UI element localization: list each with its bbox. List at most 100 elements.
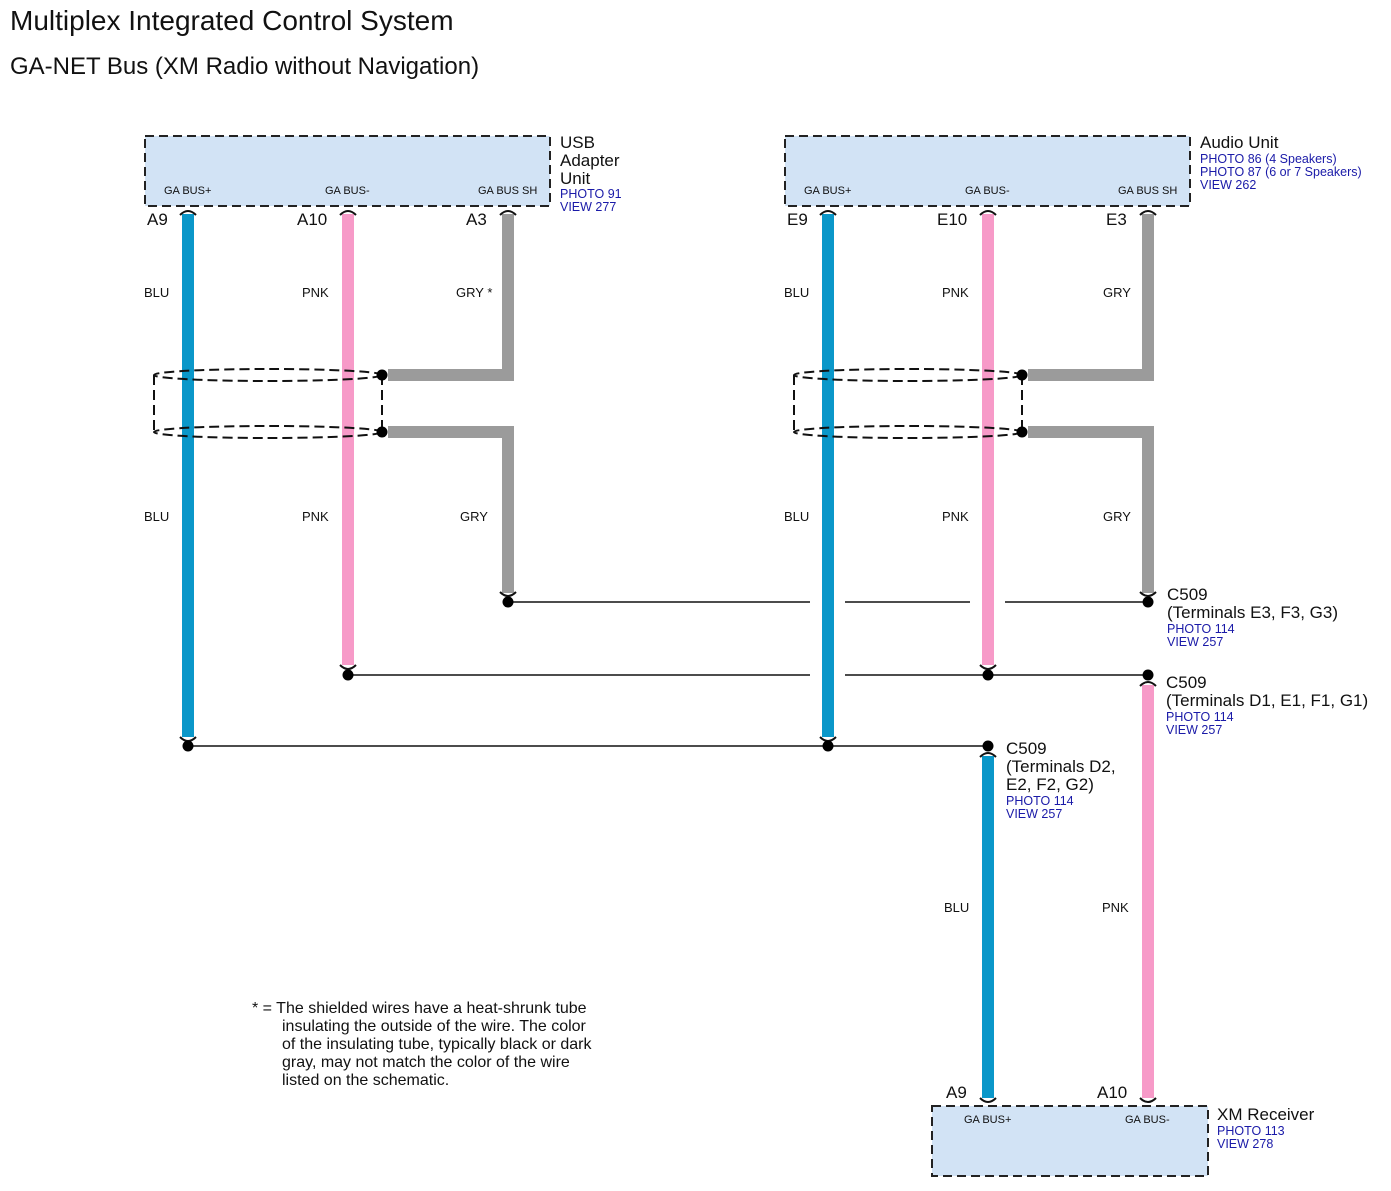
usb-gry-lower-wire	[388, 426, 514, 593]
audio-view-ref: VIEW 262	[1200, 178, 1256, 192]
c509-plus-terminals-line-1: (Terminals D2,	[1006, 757, 1116, 776]
wire-labels: BLU PNK GRY * BLU PNK GRY BLU PNK GRY BL…	[144, 285, 1131, 915]
cap-xm-a10	[1139, 1097, 1157, 1103]
cap-usb-minus-bottom	[339, 664, 357, 670]
xm-terminal-a10: A10	[1097, 1083, 1127, 1102]
c509-minus-terminals: (Terminals D1, E1, F1, G1)	[1166, 691, 1368, 710]
audio-unit-box	[784, 135, 1191, 207]
label-audio-pnk-lower: PNK	[942, 509, 969, 524]
label-audio-blu-upper: BLU	[784, 285, 809, 300]
c509-plus-name: C509	[1006, 739, 1047, 758]
usb-pin-ga-bus-plus: GA BUS+	[164, 185, 211, 197]
label-xm-blu: BLU	[944, 900, 969, 915]
label-audio-gry-lower: GRY	[1103, 509, 1131, 524]
usb-terminal-a10: A10	[297, 210, 327, 229]
c509-sh-name: C509	[1167, 585, 1208, 604]
cap-usb-a10	[339, 210, 357, 216]
audio-pin-ga-bus-minus: GA BUS-	[965, 185, 1010, 197]
cap-audio-sh-bottom	[1139, 591, 1157, 597]
c509-sh-terminals: (Terminals E3, F3, G3)	[1167, 603, 1338, 622]
label-audio-pnk-upper: PNK	[942, 285, 969, 300]
c509-sh-view-ref: VIEW 257	[1167, 635, 1223, 649]
label-audio-gry-upper: GRY	[1103, 285, 1131, 300]
label-usb-pnk-upper: PNK	[302, 285, 329, 300]
footnote-line-5: listed on the schematic.	[282, 1072, 449, 1089]
junction-dots	[182, 369, 1154, 752]
c509-sh-dot	[1142, 596, 1154, 608]
usb-plus-bus-dot	[182, 740, 194, 752]
c509-plus-dot	[982, 740, 994, 752]
audio-plus-bus-dot	[822, 740, 834, 752]
c509-sh-connector-label: C509 (Terminals E3, F3, G3) PHOTO 114 VI…	[1167, 585, 1338, 649]
audio-terminal-e10: E10	[937, 210, 967, 229]
xm-receiver-box	[931, 1105, 1209, 1177]
c509-minus-name: C509	[1166, 673, 1207, 692]
usb-terminal-a9: A9	[147, 210, 168, 229]
xm-pin-ga-bus-plus: GA BUS+	[964, 1114, 1011, 1126]
cap-audio-e10	[979, 210, 997, 216]
cap-audio-plus-bottom	[819, 736, 837, 742]
label-usb-blu-upper: BLU	[144, 285, 169, 300]
usb-sh-bus-dot	[502, 596, 514, 608]
page-subtitle: GA-NET Bus (XM Radio without Navigation)	[10, 53, 479, 80]
usb-shield-dot-upper	[376, 369, 388, 381]
cap-usb-a3	[499, 210, 517, 216]
page-title: Multiplex Integrated Control System	[10, 5, 454, 36]
usb-minus-bus-dot	[342, 669, 354, 681]
audio-gry-lower-wire	[1028, 426, 1154, 593]
footnote-line-3: of the insulating tube, typically black …	[282, 1036, 593, 1053]
c509-minus-connector-label: C509 (Terminals D1, E1, F1, G1) PHOTO 11…	[1166, 673, 1368, 737]
xm-photo-ref: PHOTO 113	[1217, 1124, 1285, 1138]
xm-view-ref: VIEW 278	[1217, 1137, 1273, 1151]
c509-minus-dot	[1142, 669, 1154, 681]
audio-shield-dot-lower	[1016, 426, 1028, 438]
usb-pin-ga-bus-sh: GA BUS SH	[478, 185, 537, 197]
label-usb-blu-lower: BLU	[144, 509, 169, 524]
xm-terminal-a9: A9	[946, 1083, 967, 1102]
c509-sh-photo-ref: PHOTO 114	[1167, 622, 1235, 636]
footnote-line-2: insulating the outside of the wire. The …	[282, 1018, 587, 1035]
xm-name: XM Receiver	[1217, 1105, 1315, 1124]
usb-gry-upper-wire	[388, 214, 514, 381]
label-usb-gry-upper: GRY *	[456, 285, 492, 300]
audio-gry-upper-wire	[1028, 214, 1154, 381]
cap-audio-e9	[819, 210, 837, 216]
wires	[182, 214, 1154, 1098]
cap-usb-a9	[179, 210, 197, 216]
usb-shield-dot-lower	[376, 426, 388, 438]
usb-photo-ref: PHOTO 91	[560, 187, 622, 201]
c509-plus-connector-label: C509 (Terminals D2, E2, F2, G2) PHOTO 11…	[1006, 739, 1116, 821]
c509-plus-view-ref: VIEW 257	[1006, 807, 1062, 821]
audio-shield-dot-upper	[1016, 369, 1028, 381]
c509-minus-photo-ref: PHOTO 114	[1166, 710, 1234, 724]
footnote-line-4: gray, may not match the color of the wir…	[282, 1054, 570, 1071]
usb-terminal-a3: A3	[466, 210, 487, 229]
audio-terminal-e9: E9	[787, 210, 808, 229]
label-xm-pnk: PNK	[1102, 900, 1129, 915]
usb-view-ref: VIEW 277	[560, 200, 616, 214]
audio-name: Audio Unit	[1200, 133, 1279, 152]
terminal-caps	[179, 210, 1157, 1103]
c509-minus-view-ref: VIEW 257	[1166, 723, 1222, 737]
audio-terminal-e3: E3	[1106, 210, 1127, 229]
footnote: * = The shielded wires have a heat-shrun…	[252, 1000, 593, 1089]
cap-usb-plus-bottom	[179, 736, 197, 742]
audio-pin-ga-bus-sh: GA BUS SH	[1118, 185, 1177, 197]
audio-pin-ga-bus-plus: GA BUS+	[804, 185, 851, 197]
usb-name-line-3: Unit	[560, 169, 591, 188]
cap-usb-sh-bottom	[499, 591, 517, 597]
xm-receiver: GA BUS+ GA BUS- XM Receiver PHOTO 113 VI…	[931, 1083, 1315, 1177]
cap-xm-a9	[979, 1097, 997, 1103]
audio-minus-bus-dot	[982, 669, 994, 681]
audio-unit: GA BUS+ GA BUS- GA BUS SH Audio Unit PHO…	[784, 133, 1362, 229]
cap-audio-minus-bottom	[979, 664, 997, 670]
bus-lines	[188, 601, 1148, 747]
audio-photo-ref-2: PHOTO 87 (6 or 7 Speakers)	[1200, 165, 1362, 179]
label-audio-blu-lower: BLU	[784, 509, 809, 524]
footnote-line-1: * = The shielded wires have a heat-shrun…	[252, 1000, 587, 1017]
usb-adapter-unit: GA BUS+ GA BUS- GA BUS SH USB Adapter Un…	[144, 133, 622, 229]
c509-plus-terminals-line-2: E2, F2, G2)	[1006, 775, 1094, 794]
xm-pin-ga-bus-minus: GA BUS-	[1125, 1114, 1170, 1126]
usb-pin-ga-bus-minus: GA BUS-	[325, 185, 370, 197]
